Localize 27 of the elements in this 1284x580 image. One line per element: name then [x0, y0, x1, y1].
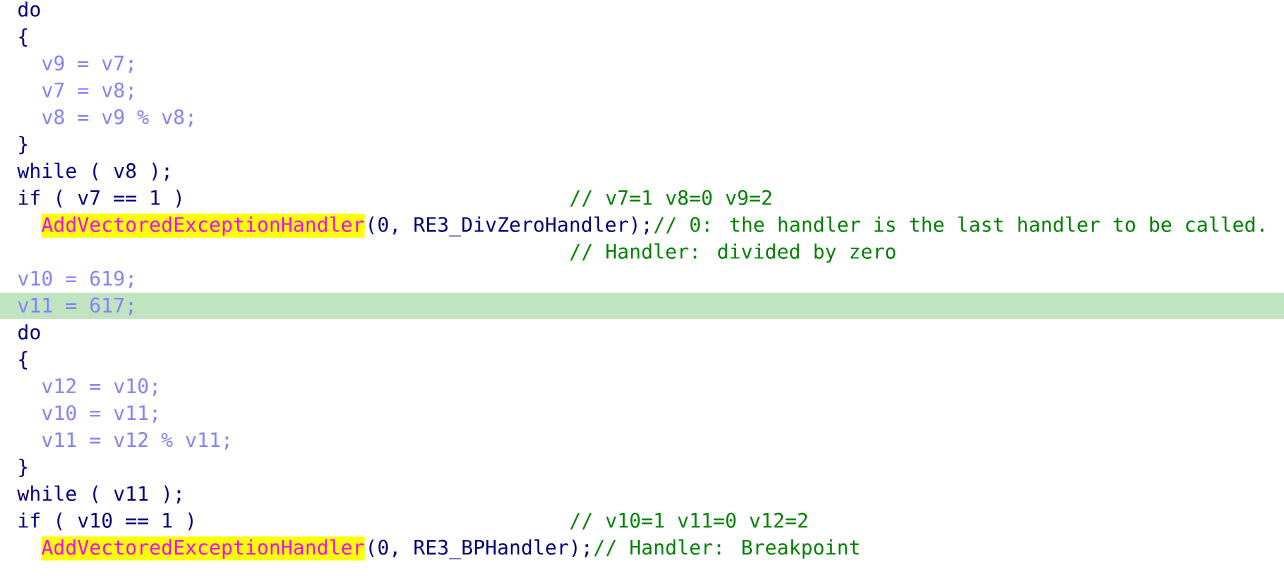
code-comment: // Handler: Breakpoint — [594, 539, 859, 559]
code-line: do — [18, 1, 40, 17]
code-line: while ( v8 ); — [17, 162, 169, 181]
code-line: v12 = v10; — [42, 378, 157, 396]
code-comment: // v7=1 v8=0 v9=2 — [570, 190, 772, 207]
code-line: { — [19, 351, 28, 370]
code-line: do — [18, 324, 40, 340]
code-line: (0, RE3_BPHandler); — [369, 539, 589, 560]
code-line: v10 = 619; — [18, 270, 133, 289]
code-line: if ( v7 == 1 ) — [18, 189, 181, 208]
function-name: AddVectoredExceptionHandler — [41, 536, 365, 561]
code-comment: // 0: the handler is the last handler to be called. — [654, 216, 1264, 234]
code-line: if ( v10 == 1 ) — [18, 512, 193, 531]
code-line: v11 = v12 % v11; — [42, 432, 229, 450]
code-line: v7 = v8; — [42, 82, 133, 100]
code-line: } — [19, 135, 28, 155]
code-line: v11 = 617; — [18, 297, 133, 316]
code-line: (0, RE3_DivZeroHandler); — [369, 216, 649, 237]
code-line: { — [19, 28, 28, 47]
function-name: AddVectoredExceptionHandler — [41, 213, 365, 238]
code-line: } — [19, 458, 28, 478]
code-line: while ( v11 ); — [17, 485, 181, 504]
code-line: v9 = v7; — [42, 55, 133, 74]
code-comment: // Handler: divided by zero — [570, 243, 896, 263]
code-line: v8 = v9 % v8; — [42, 109, 193, 127]
code-comment: // v10=1 v11=0 v12=2 — [570, 512, 808, 530]
code-line: v10 = v11; — [42, 405, 157, 423]
